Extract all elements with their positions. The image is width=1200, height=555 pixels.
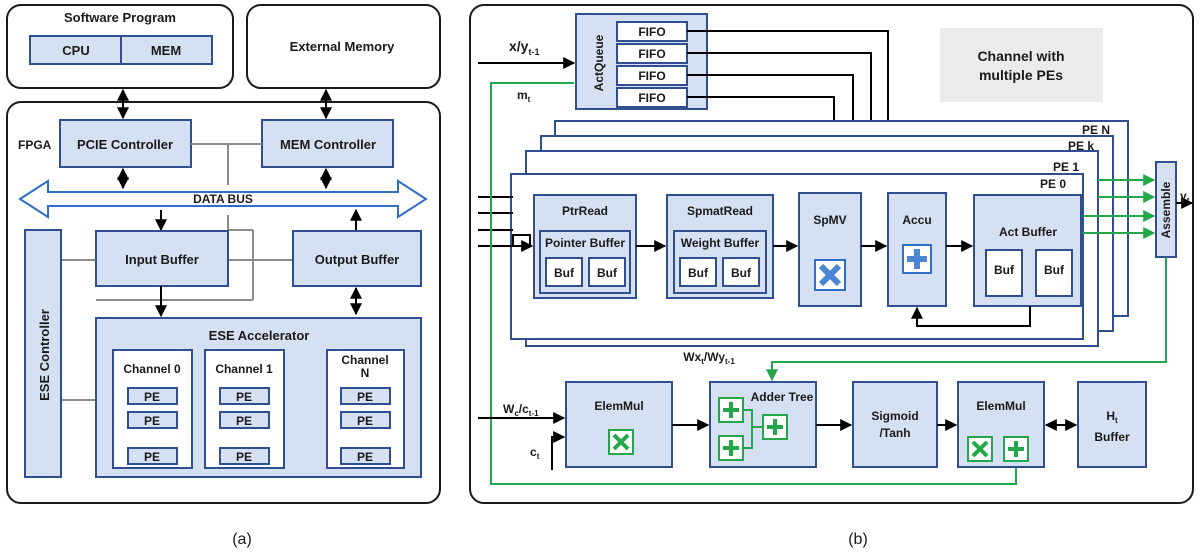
pcie-controller: [59, 119, 192, 168]
data-bus-label: DATA BUS: [193, 192, 253, 206]
external-memory-label: External Memory: [290, 39, 396, 54]
channel-0-label: Channel 0: [123, 362, 181, 376]
ht-label: Ht: [1106, 409, 1118, 425]
mem-controller-label: MEM Controller: [280, 137, 376, 152]
pe-k-label: PE k: [1068, 139, 1094, 153]
spmv-label: SpMV: [813, 213, 846, 227]
pe-label: PE: [357, 450, 373, 464]
add-icon-glyph: [907, 249, 927, 269]
channel-note-box: [940, 28, 1103, 102]
pe-label: PE: [357, 414, 373, 428]
y-output-label: yt: [1180, 189, 1190, 205]
sigmoid-label-1: Sigmoid: [871, 409, 918, 423]
channel-1-label: Channel 1: [215, 362, 273, 376]
pe-label: PE: [357, 390, 373, 404]
wx-label: Wxt/Wyt-1: [683, 350, 735, 366]
mem-label: MEM: [151, 43, 181, 58]
pe-n-label: PE N: [1082, 123, 1110, 137]
spmatread-label: SpmatRead: [687, 204, 753, 218]
ese-controller: [24, 229, 62, 478]
caption-a: (a): [232, 531, 252, 548]
elemmul-1-label: ElemMul: [594, 399, 643, 413]
add-icon: [718, 397, 788, 461]
fifo-label: FIFO: [638, 69, 665, 83]
panel-a: Software Program CPU MEM External Memory…: [6, 4, 441, 548]
pointer-buffer-label: Pointer Buffer: [545, 236, 625, 250]
fifo-label: FIFO: [638, 91, 665, 105]
channel-note-line-2: multiple PEs: [979, 67, 1063, 83]
buf-label: Buf: [688, 266, 709, 280]
fifo-label: FIFO: [638, 25, 665, 39]
buf-label: Buf: [554, 266, 575, 280]
cpu-label: CPU: [62, 43, 89, 58]
pe-label: PE: [144, 450, 160, 464]
wc-label: Wc/ct-1: [503, 402, 539, 418]
output-buffer: [292, 230, 422, 287]
buf-label: Buf: [1044, 263, 1065, 277]
elemmul-2-label: ElemMul: [976, 399, 1025, 413]
fpga-label: FPGA: [18, 138, 52, 152]
buf-label: Buf: [731, 266, 752, 280]
sigmoid-label-2: /Tanh: [879, 426, 910, 440]
pcie-controller-label: PCIE Controller: [77, 137, 173, 152]
ese-accelerator-label: ESE Accelerator: [209, 328, 310, 343]
buf-label: Buf: [597, 266, 618, 280]
accu-label: Accu: [902, 213, 931, 227]
actqueue-label: ActQueue: [592, 34, 606, 91]
pe-blocks: PE PE PE PE PE PE PE PE PE: [127, 387, 391, 465]
weight-buffer-label: Weight Buffer: [681, 236, 760, 250]
pe-label: PE: [144, 414, 160, 428]
multiply-icon-glyph: [818, 263, 842, 287]
sigmoid-tanh: [852, 381, 938, 468]
pe-0-label: PE 0: [1040, 177, 1066, 191]
adder-tree-label: Adder Tree: [751, 390, 814, 404]
input-buffer: [95, 230, 229, 287]
act-buffer-label: Act Buffer: [999, 225, 1057, 239]
channel-note-line-1: Channel with: [977, 48, 1064, 64]
c-label: ct: [530, 445, 540, 461]
ht-buffer: [1077, 381, 1147, 468]
channel-1: Channel 1: [204, 349, 285, 469]
pe-label: PE: [236, 414, 252, 428]
external-memory-box: [246, 4, 441, 89]
fifo-label: FIFO: [638, 47, 665, 61]
ese-controller-label: ESE Controller: [37, 309, 52, 401]
caption-b: (b): [848, 531, 868, 548]
panel-b: Channel with multiple PEs x/yt-1 mt ActQ…: [469, 4, 1194, 548]
pe-label: PE: [144, 390, 160, 404]
fifo-stack: FIFO FIFO FIFO FIFO: [616, 21, 688, 108]
mem-controller: [261, 119, 394, 168]
pe-label: PE: [236, 450, 252, 464]
assemble-label: Assemble: [1159, 181, 1173, 238]
software-program-label: Software Program: [64, 10, 176, 25]
pe-label: PE: [236, 390, 252, 404]
x-input-label: x/yt-1: [509, 38, 539, 57]
input-buffer-label: Input Buffer: [125, 252, 199, 267]
data-bus-arrow: [18, 179, 428, 219]
m-input-label: mt: [517, 88, 531, 104]
channel-n-label-2: N: [361, 366, 370, 380]
buf-label: Buf: [994, 263, 1015, 277]
ht-buffer-label: Buffer: [1094, 430, 1130, 444]
output-buffer-label: Output Buffer: [315, 252, 399, 267]
pe-1-label: PE 1: [1053, 160, 1079, 174]
channel-n-label-1: Channel: [341, 353, 388, 367]
ptrread-label: PtrRead: [562, 204, 608, 218]
